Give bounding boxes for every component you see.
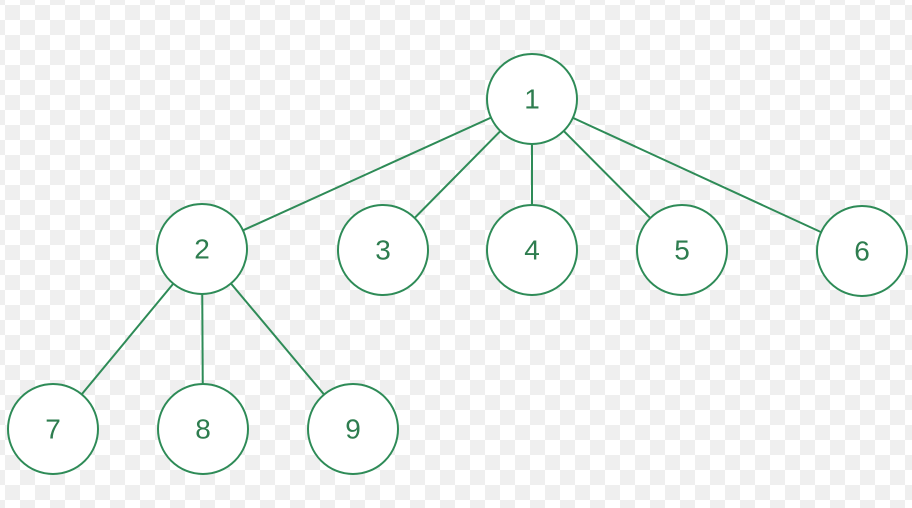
node-label: 4: [524, 235, 540, 266]
node-circle: [156, 203, 248, 295]
node-label: 2: [194, 234, 210, 265]
node-circle: [7, 383, 99, 475]
node-circle: [337, 204, 429, 296]
tree-node-6: 6: [816, 205, 908, 297]
tree-node-9: 9: [307, 383, 399, 475]
node-label: 5: [674, 235, 690, 266]
tree-node-5: 5: [636, 204, 728, 296]
tree-node-7: 7: [7, 383, 99, 475]
node-circle: [307, 383, 399, 475]
node-circle: [486, 204, 578, 296]
node-label: 7: [45, 414, 61, 445]
tree-node-3: 3: [337, 204, 429, 296]
tree-edge-1-6: [531, 98, 863, 252]
tree-edge-1-2: [201, 98, 533, 250]
node-circle: [816, 205, 908, 297]
node-circle: [636, 204, 728, 296]
tree-node-8: 8: [157, 383, 249, 475]
node-label: 1: [524, 84, 540, 115]
node-label: 9: [345, 414, 361, 445]
node-circle: [486, 53, 578, 145]
node-label: 3: [375, 235, 391, 266]
node-label: 8: [195, 414, 211, 445]
node-label: 6: [854, 236, 870, 267]
node-circle: [157, 383, 249, 475]
tree-node-2: 2: [156, 203, 248, 295]
tree-node-4: 4: [486, 204, 578, 296]
tree-node-1: 1: [486, 53, 578, 145]
